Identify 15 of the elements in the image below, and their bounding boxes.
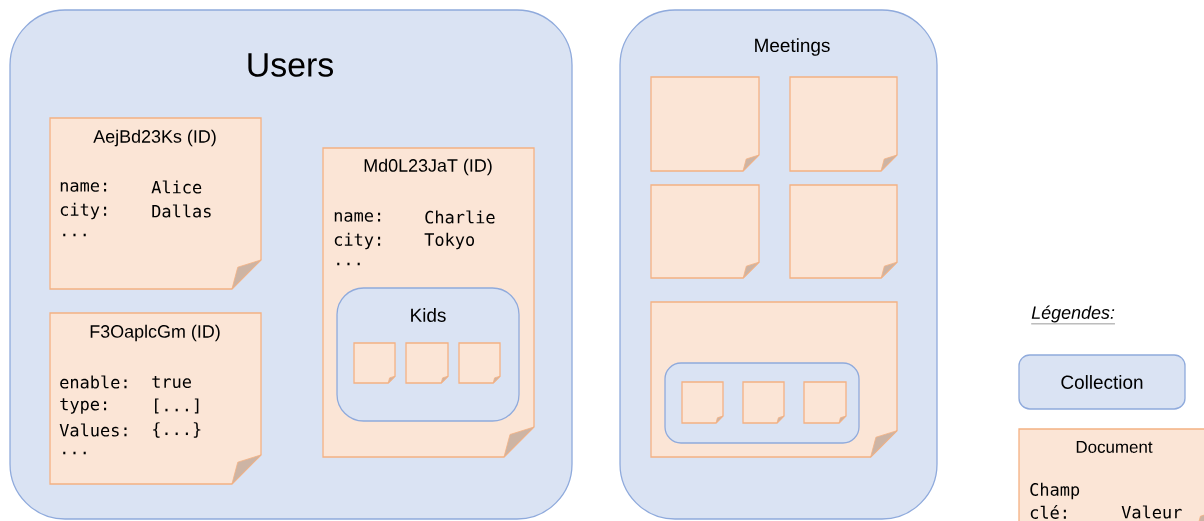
document-card (789, 184, 898, 279)
document-card: Document Champ clé: Valeur (1018, 428, 1204, 521)
document-card (803, 381, 847, 424)
document-card (353, 342, 396, 384)
document-card (742, 381, 785, 424)
collection-box: Collection (1018, 354, 1186, 410)
document-card (405, 342, 449, 384)
document-card (650, 184, 760, 279)
legend-heading: Légendes: (1031, 305, 1116, 325)
document-card (789, 76, 898, 172)
document-card (681, 381, 724, 424)
document-card: AejBd23Ks (ID) name: Alice city: Dallas ... (49, 117, 262, 290)
document-card (650, 76, 760, 172)
document-card (458, 342, 501, 384)
document-card: F3OaplcGm (ID) enable: true type: [...] Values: {...} ... (49, 312, 262, 485)
